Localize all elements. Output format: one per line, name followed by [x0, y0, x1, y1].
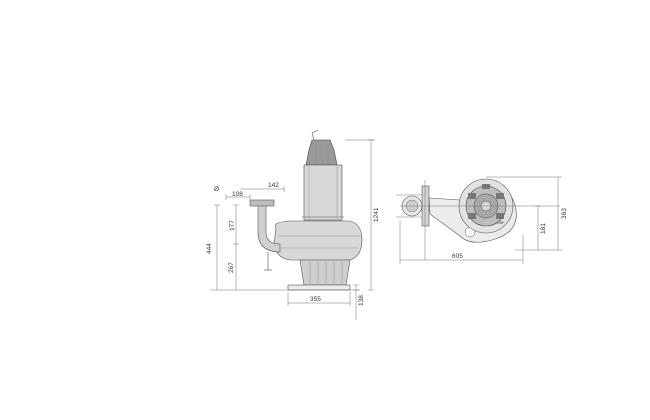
dim-overall-length: 605 [452, 253, 463, 260]
dim-total-height: 1241 [373, 207, 380, 222]
motor-cap [305, 139, 338, 166]
dim-overall-height-left: 444 [206, 243, 213, 254]
dim-center-height: 181 [540, 223, 547, 234]
dim-height-right: 363 [561, 208, 568, 219]
motor-body [303, 164, 343, 221]
side-view: Ø 108 142 177 444 267 1241 355 138 [206, 129, 380, 320]
dim-outlet-offset: 142 [268, 182, 279, 189]
top-view: GRF 605 363 181 [396, 176, 568, 264]
pump-stand [299, 259, 351, 286]
outlet-flange [249, 199, 275, 207]
dim-outlet-height: 177 [229, 220, 236, 231]
dim-flange-width: 108 [232, 191, 243, 198]
dim-base-height: 138 [358, 295, 365, 306]
discharge-elbow [257, 204, 281, 253]
dim-base-to-outlet: 267 [228, 262, 235, 273]
nameplate-text: GRF [497, 221, 504, 225]
pump-volute [273, 220, 363, 261]
dim-base-width: 355 [310, 296, 321, 303]
dim-diameter-symbol: Ø [214, 186, 219, 193]
cable-entry [311, 132, 315, 141]
cable-entry-2 [311, 129, 319, 134]
base-plate [287, 284, 351, 291]
